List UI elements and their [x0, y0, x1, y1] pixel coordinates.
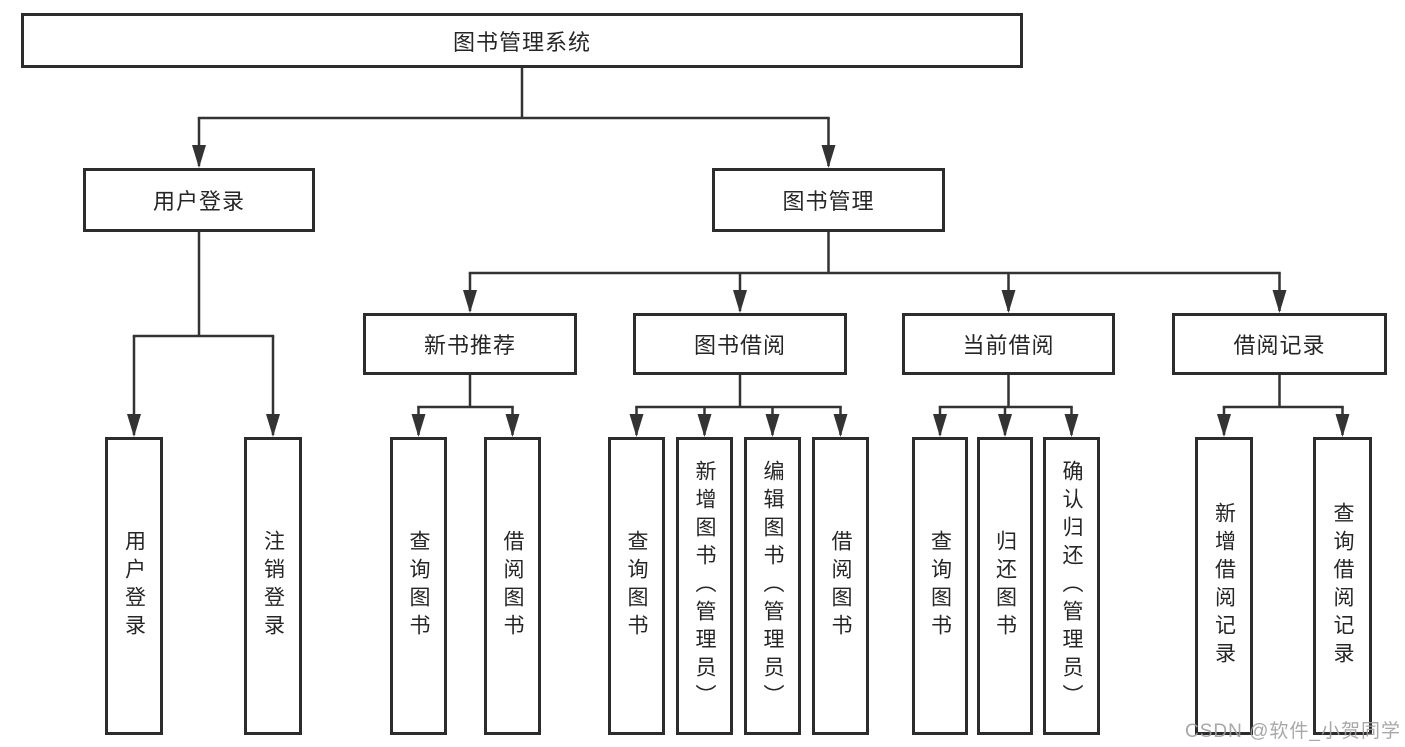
node-label: 借阅图书	[501, 530, 524, 642]
node-label: 图书管理	[782, 189, 875, 214]
node-label: 确认归还（管理员）	[1060, 460, 1083, 712]
node-label: 查询图书	[407, 530, 430, 642]
node-label: 编辑图书（管理员）	[761, 460, 784, 712]
node-label: 查询图书	[928, 530, 952, 642]
node-current-borrow: 当前借阅	[902, 313, 1115, 375]
leaf-recommend-borrow-books: 借阅图书	[484, 437, 541, 735]
node-label: 归还图书	[993, 530, 1017, 642]
connector-current-borrow-to-children	[933, 375, 1079, 437]
node-label: 查询图书	[625, 530, 648, 642]
node-label: 图书管理系统	[452, 29, 591, 55]
leaf-current-query-books: 查询图书	[912, 437, 968, 735]
node-label: 查询借阅记录	[1331, 502, 1354, 670]
connector-borrow-records-to-children	[1217, 375, 1350, 437]
leaf-add-books-admin: 新增图书（管理员）	[676, 437, 733, 735]
connector-new-book-recommend-to-children	[411, 375, 520, 437]
leaf-logout: 注销登录	[244, 437, 302, 735]
leaf-return-books: 归还图书	[977, 437, 1033, 735]
node-label: 新增图书（管理员）	[693, 460, 716, 712]
leaf-borrow-books: 借阅图书	[812, 437, 869, 735]
node-new-book-recommend: 新书推荐	[363, 313, 577, 375]
connector-root-to-level2	[192, 68, 836, 168]
node-label: 新书推荐	[423, 333, 516, 358]
leaf-recommend-query-books: 查询图书	[390, 437, 447, 735]
node-label: 当前借阅	[962, 333, 1055, 358]
node-book-management: 图书管理	[712, 168, 945, 232]
node-label: 借阅图书	[829, 530, 852, 642]
connector-book-management-to-level3	[463, 232, 1287, 313]
node-label: 新增借阅记录	[1212, 502, 1236, 670]
node-user-login: 用户登录	[83, 168, 315, 232]
leaf-edit-books-admin: 编辑图书（管理员）	[744, 437, 801, 735]
leaf-confirm-return-admin: 确认归还（管理员）	[1043, 437, 1100, 735]
connector-book-borrow-to-children	[629, 375, 848, 437]
node-library-management-system: 图书管理系统	[21, 13, 1023, 68]
leaf-user-login: 用户登录	[105, 437, 163, 735]
node-label: 用户登录	[152, 189, 245, 214]
connector-user-login-to-children	[127, 232, 280, 437]
node-label: 图书借阅	[693, 333, 786, 358]
node-label: 用户登录	[122, 530, 146, 642]
leaf-borrow-query-books: 查询图书	[608, 437, 665, 735]
leaf-query-borrow-record: 查询借阅记录	[1313, 437, 1372, 735]
csdn-watermark: CSDN @软件_小贺同学	[1185, 721, 1401, 742]
node-borrow-records: 借阅记录	[1172, 313, 1387, 375]
node-book-borrow: 图书借阅	[633, 313, 847, 375]
leaf-add-borrow-record: 新增借阅记录	[1195, 437, 1253, 735]
node-label: 注销登录	[261, 530, 285, 642]
node-label: 借阅记录	[1233, 333, 1326, 358]
